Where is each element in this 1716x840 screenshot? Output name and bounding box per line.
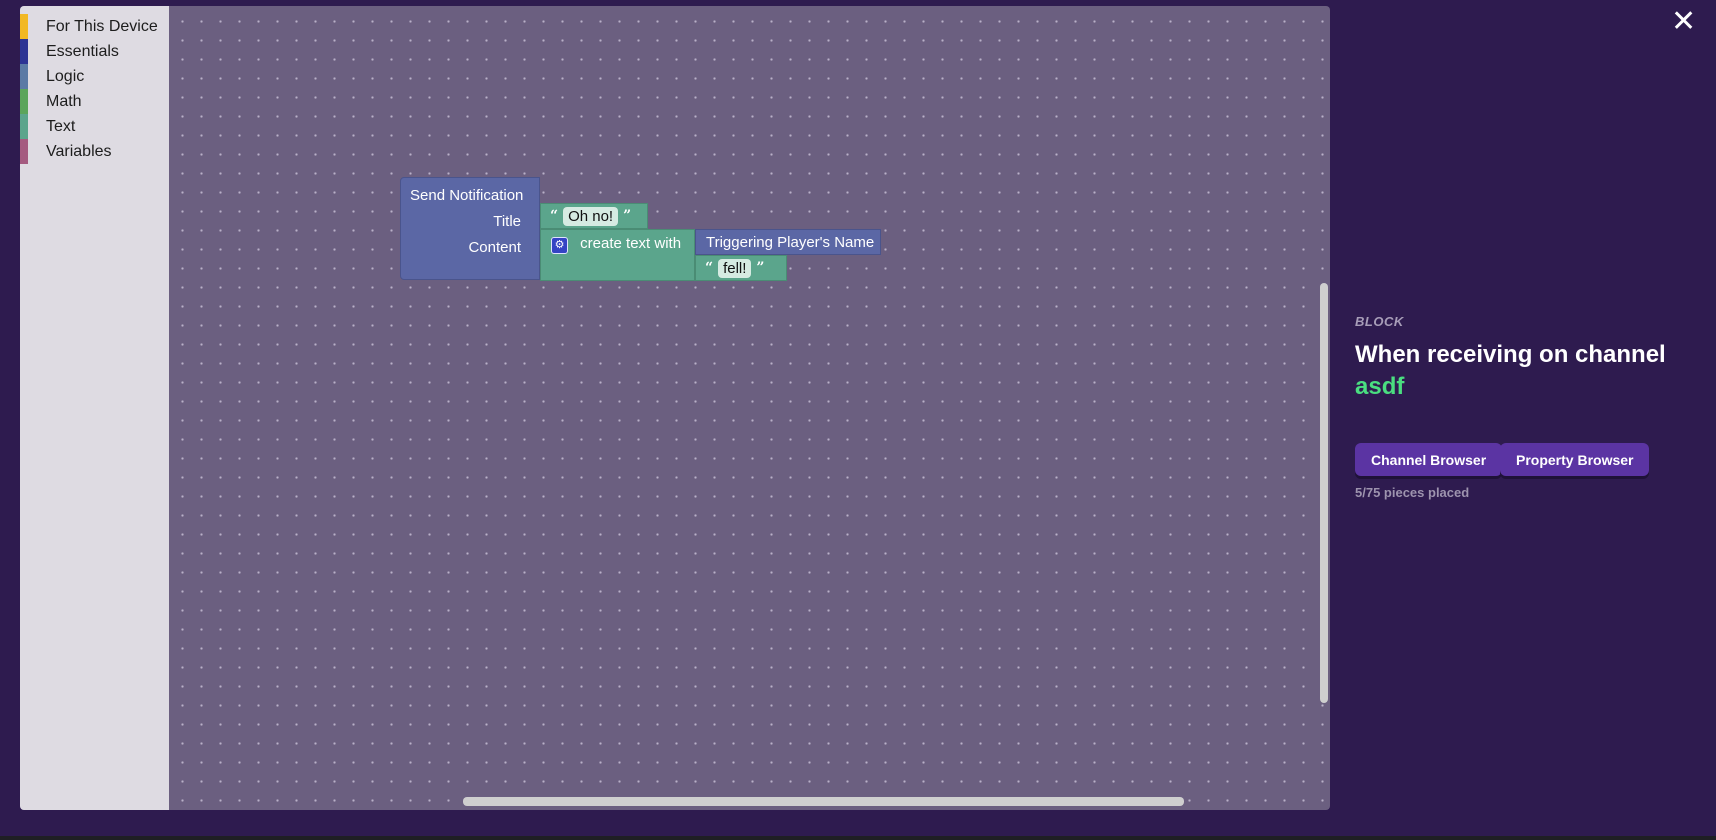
- category-label: Essentials: [46, 42, 119, 60]
- text-field[interactable]: fell!: [718, 258, 752, 278]
- block-info-panel: BLOCK When receiving on channel asdf Cha…: [1355, 314, 1695, 500]
- category-for-this-device[interactable]: For This Device: [20, 14, 169, 39]
- category-variables[interactable]: Variables: [20, 139, 169, 164]
- category-color-strip: [20, 89, 28, 114]
- property-browser-button[interactable]: Property Browser: [1500, 443, 1650, 476]
- pieces-placed-count: 5/75 pieces placed: [1355, 485, 1470, 500]
- gear-icon[interactable]: ⚙: [551, 237, 568, 254]
- category-label: For This Device: [46, 17, 158, 35]
- category-color-strip: [20, 39, 28, 64]
- category-label: Variables: [46, 142, 112, 160]
- vertical-scrollbar[interactable]: [1320, 283, 1328, 703]
- category-color-strip: [20, 14, 28, 39]
- category-essentials[interactable]: Essentials: [20, 39, 169, 64]
- bottom-bar: [0, 836, 1716, 840]
- create-text-with-block[interactable]: ⚙ create text with: [540, 229, 695, 281]
- channel-name: asdf: [1355, 373, 1405, 400]
- category-label: Math: [46, 92, 82, 110]
- channel-browser-button[interactable]: Channel Browser: [1355, 443, 1503, 476]
- block-label: Triggering Player's Name: [706, 234, 875, 251]
- category-math[interactable]: Math: [20, 89, 169, 114]
- triggering-player-name-block[interactable]: Triggering Player's Name: [695, 229, 881, 255]
- open-quote-icon: “: [705, 260, 714, 276]
- category-color-strip: [20, 64, 28, 89]
- block-kind-label: BLOCK: [1355, 314, 1404, 329]
- category-label: Logic: [46, 67, 85, 85]
- close-quote-icon: ”: [623, 208, 632, 224]
- category-text[interactable]: Text: [20, 114, 169, 139]
- workspace-canvas[interactable]: Send Notification Title Content “ Oh no!…: [169, 6, 1330, 810]
- text-block-fell[interactable]: “ fell! ”: [695, 255, 787, 281]
- block-title: When receiving on channel: [1355, 341, 1666, 368]
- category-label: Text: [46, 117, 76, 135]
- send-notification-block[interactable]: Send Notification Title Content: [400, 177, 540, 280]
- content-input-label: Content: [468, 239, 521, 256]
- close-quote-icon: ”: [756, 260, 765, 276]
- text-field[interactable]: Oh no!: [563, 206, 619, 226]
- horizontal-scrollbar[interactable]: [463, 797, 1184, 806]
- open-quote-icon: “: [550, 208, 559, 224]
- text-block-title[interactable]: “ Oh no! ”: [540, 203, 648, 229]
- category-color-strip: [20, 114, 28, 139]
- category-logic[interactable]: Logic: [20, 64, 169, 89]
- close-icon[interactable]: ✕: [1671, 5, 1697, 38]
- block-label: create text with: [580, 235, 682, 252]
- title-input-label: Title: [493, 213, 521, 230]
- category-color-strip: [20, 139, 28, 164]
- block-title: Send Notification: [410, 187, 524, 204]
